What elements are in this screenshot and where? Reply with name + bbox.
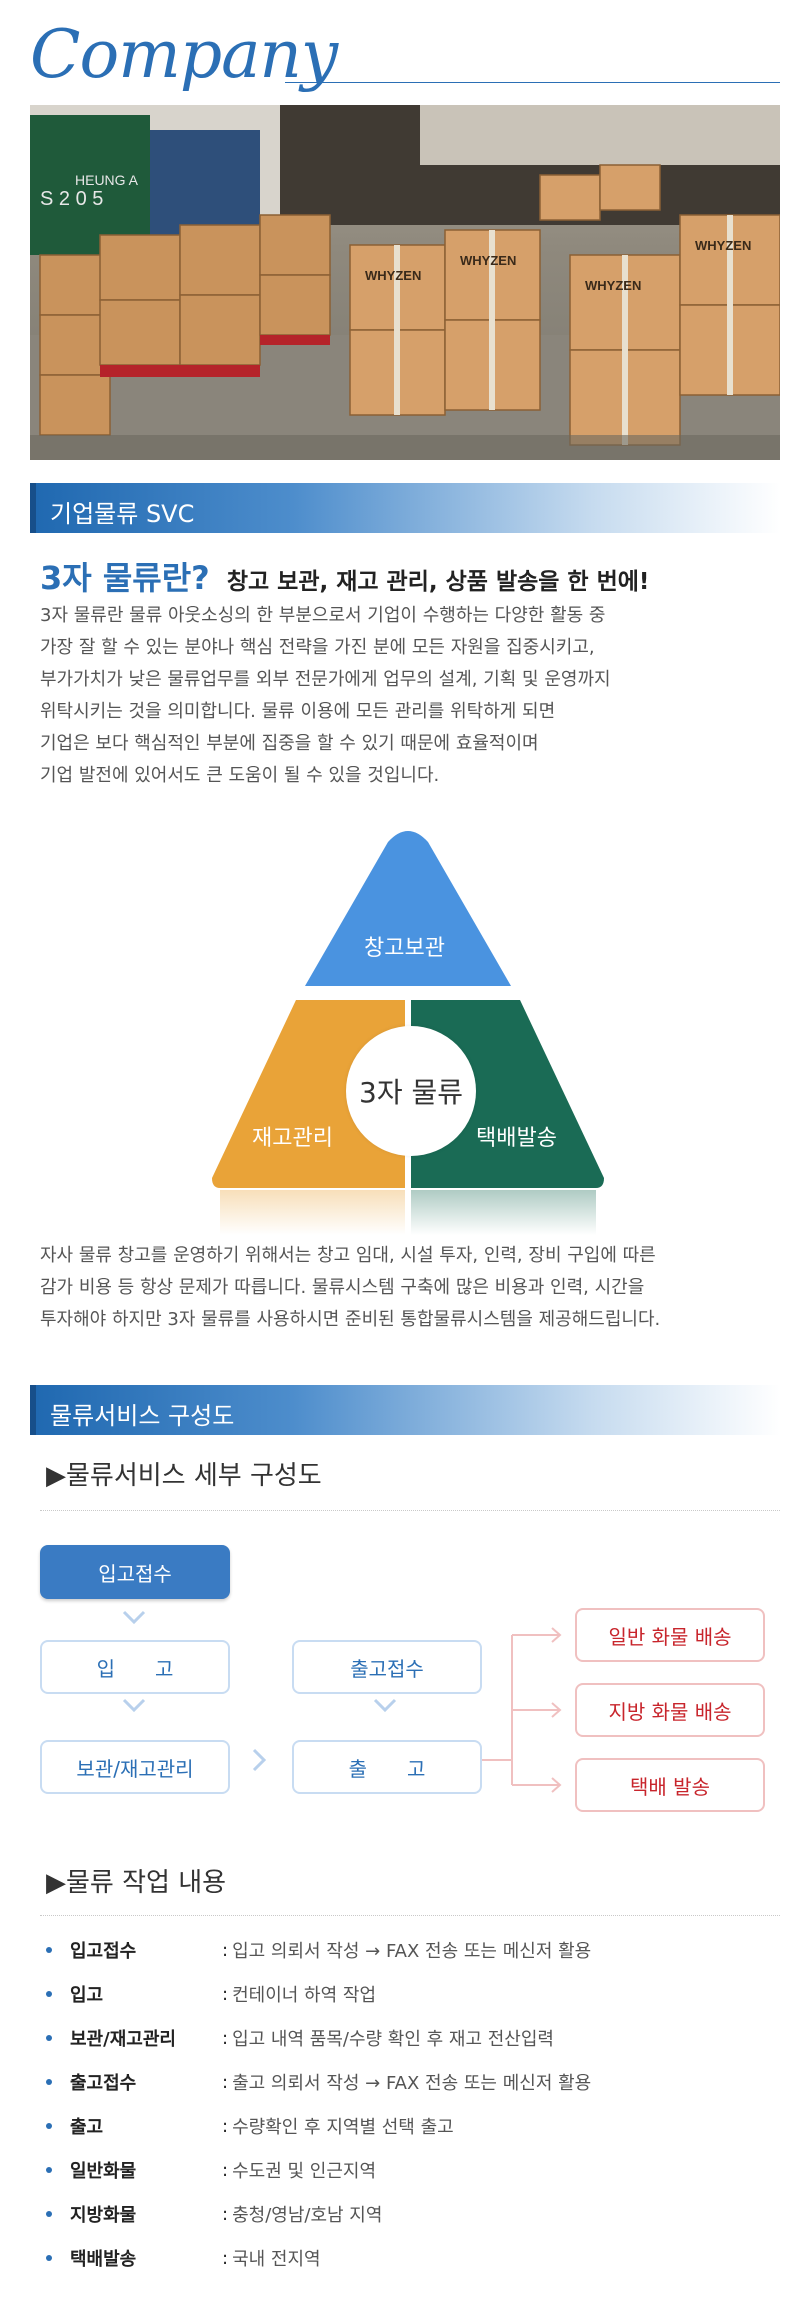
outsourcing-line: 감가 비용 등 항상 문제가 따릅니다. 물류시스템 구축에 많은 비용과 인력… xyxy=(40,1277,645,1298)
task-desc: 충청/영남/호남 지역 xyxy=(232,2205,383,2226)
cycle-label-inventory: 재고관리 xyxy=(252,1126,333,1151)
task-colon: : xyxy=(222,2071,229,2093)
bullet-icon xyxy=(46,2211,52,2217)
container-brand: HEUNG A xyxy=(75,172,139,188)
task-term: 택배발송 xyxy=(70,2249,137,2270)
cycle-segment-storage xyxy=(305,831,511,986)
bullet-icon xyxy=(46,2123,52,2129)
dotted-divider xyxy=(40,1510,780,1511)
section-bar-service-structure: 물류서비스 구성도 xyxy=(30,1385,780,1435)
task-row: 일반화물 : 수도권 및 인근지역 xyxy=(46,2155,376,2185)
task-row: 입고접수 : 입고 의뢰서 작성 → FAX 전송 또는 메신저 활용 xyxy=(46,1935,591,1965)
bullet-icon xyxy=(46,1947,52,1953)
task-term: 입고 xyxy=(70,1985,104,2006)
outsourcing-line: 자사 물류 창고를 운영하기 위해서는 창고 임대, 시설 투자, 인력, 장비… xyxy=(40,1245,656,1266)
cycle-label-storage: 창고보관 xyxy=(364,936,445,961)
brand-title: Company xyxy=(30,16,338,93)
task-row: 지방화물 : 충청/영남/호남 지역 xyxy=(46,2199,382,2229)
cycle-segment-inventory xyxy=(212,1000,405,1188)
task-row: 출고접수 : 출고 의뢰서 작성 → FAX 전송 또는 메신저 활용 xyxy=(46,2067,591,2097)
flow-regional-cargo: 지방 화물 배송 xyxy=(575,1683,765,1737)
section-title: 기업물류 SVC xyxy=(50,500,195,528)
flow-outbound: 출 고 xyxy=(292,1740,482,1794)
intro-line: 위탁시키는 것을 의미합니다. 물류 이용에 모든 관리를 위탁하게 되면 xyxy=(40,701,556,722)
intro-line: 기업은 보다 핵심적인 부분에 집중을 할 수 있기 때문에 효율적이며 xyxy=(40,733,539,754)
box-label-2: WHYZEN xyxy=(460,253,516,268)
task-term: 입고접수 xyxy=(70,1941,137,1962)
reflection-right xyxy=(411,1190,596,1235)
headline: 3자 물류란? 창고 보관, 재고 관리, 상품 발송을 한 번에! xyxy=(40,553,649,599)
task-desc: 국내 전지역 xyxy=(232,2249,321,2270)
box-label-1: WHYZEN xyxy=(365,268,421,283)
bullet-icon xyxy=(46,2167,52,2173)
flow-outbound-receipt: 출고접수 xyxy=(292,1640,482,1694)
flow-inbound: 입 고 xyxy=(40,1640,230,1694)
task-row: 보관/재고관리 : 입고 내역 품목/수량 확인 후 재고 전산입력 xyxy=(46,2023,554,2053)
task-row: 출고 : 수량확인 후 지역별 선택 출고 xyxy=(46,2111,454,2141)
flow-storage: 보관/재고관리 xyxy=(40,1740,230,1794)
intro-line: 부가가치가 낮은 물류업무를 외부 전문가에게 업무의 설계, 기획 및 운영까… xyxy=(40,669,611,690)
bullet-icon xyxy=(46,1991,52,1997)
cycle-center: 3자 물류 xyxy=(346,1026,476,1156)
intro-line: 3자 물류란 물류 아웃소싱의 한 부분으로서 기업이 수행하는 다양한 활동 … xyxy=(40,605,606,626)
task-colon: : xyxy=(222,2247,229,2269)
task-term: 일반화물 xyxy=(70,2161,137,2182)
task-row: 입고 : 컨테이너 하역 작업 xyxy=(46,1979,376,2009)
box-label-3: WHYZEN xyxy=(585,278,641,293)
task-desc: 수도권 및 인근지역 xyxy=(232,2161,377,2182)
task-colon: : xyxy=(222,2027,229,2049)
warehouse-illustration: S 2 0 5 HEUNG A xyxy=(30,105,780,460)
box-label-4: WHYZEN xyxy=(695,238,751,253)
flow-general-cargo: 일반 화물 배송 xyxy=(575,1608,765,1662)
task-row: 택배발송 : 국내 전지역 xyxy=(46,2243,321,2273)
headline-subtitle: 창고 보관, 재고 관리, 상품 발송을 한 번에! xyxy=(226,569,650,595)
reflection-left xyxy=(220,1190,405,1235)
warehouse-photo: S 2 0 5 HEUNG A xyxy=(30,105,780,460)
task-desc: 컨테이너 하역 작업 xyxy=(232,1985,377,2006)
task-colon: : xyxy=(222,2115,229,2137)
container-number: S 2 0 5 xyxy=(40,188,103,210)
task-term: 출고접수 xyxy=(70,2073,137,2094)
task-colon: : xyxy=(222,2203,229,2225)
task-colon: : xyxy=(222,2159,229,2181)
flow-connectors xyxy=(122,1610,562,1793)
intro-line: 가장 잘 할 수 있는 분야나 핵심 전략을 가진 분에 모든 자원을 집중시키… xyxy=(40,637,595,658)
task-desc: 출고 의뢰서 작성 → FAX 전송 또는 메신저 활용 xyxy=(232,2073,592,2094)
intro-line: 기업 발전에 있어서도 큰 도움이 될 수 있을 것입니다. xyxy=(40,765,440,786)
outsourcing-paragraph: 자사 물류 창고를 운영하기 위해서는 창고 임대, 시설 투자, 인력, 장비… xyxy=(40,1240,660,1336)
bullet-icon xyxy=(46,2255,52,2261)
headline-question: 3자 물류란? xyxy=(40,559,210,597)
subsection-tasks-title: ▶물류 작업 내용 xyxy=(46,1868,227,1898)
bullet-icon xyxy=(46,2079,52,2085)
brand-divider xyxy=(285,82,780,83)
task-term: 보관/재고관리 xyxy=(70,2029,176,2050)
flow-receipt: 입고접수 xyxy=(40,1545,230,1599)
flow-parcel: 택배 발송 xyxy=(575,1758,765,1812)
subsection-structure-title: ▶물류서비스 세부 구성도 xyxy=(46,1461,322,1491)
dotted-divider xyxy=(40,1915,780,1916)
task-desc: 수량확인 후 지역별 선택 출고 xyxy=(232,2117,454,2138)
task-term: 출고 xyxy=(70,2117,104,2138)
task-desc: 입고 의뢰서 작성 → FAX 전송 또는 메신저 활용 xyxy=(232,1941,592,1962)
bullet-icon xyxy=(46,2035,52,2041)
task-colon: : xyxy=(222,1939,229,1961)
task-term: 지방화물 xyxy=(70,2205,137,2226)
outsourcing-line: 투자해야 하지만 3자 물류를 사용하시면 준비된 통합물류시스템을 제공해드립… xyxy=(40,1309,661,1330)
task-desc: 입고 내역 품목/수량 확인 후 재고 전산입력 xyxy=(232,2029,554,2050)
section-title: 물류서비스 구성도 xyxy=(50,1402,235,1430)
cycle-label-delivery: 택배발송 xyxy=(476,1126,557,1151)
section-bar-logistics-svc: 기업물류 SVC xyxy=(30,483,780,533)
intro-paragraph: 3자 물류란 물류 아웃소싱의 한 부분으로서 기업이 수행하는 다양한 활동 … xyxy=(40,600,611,792)
task-colon: : xyxy=(222,1983,229,2005)
